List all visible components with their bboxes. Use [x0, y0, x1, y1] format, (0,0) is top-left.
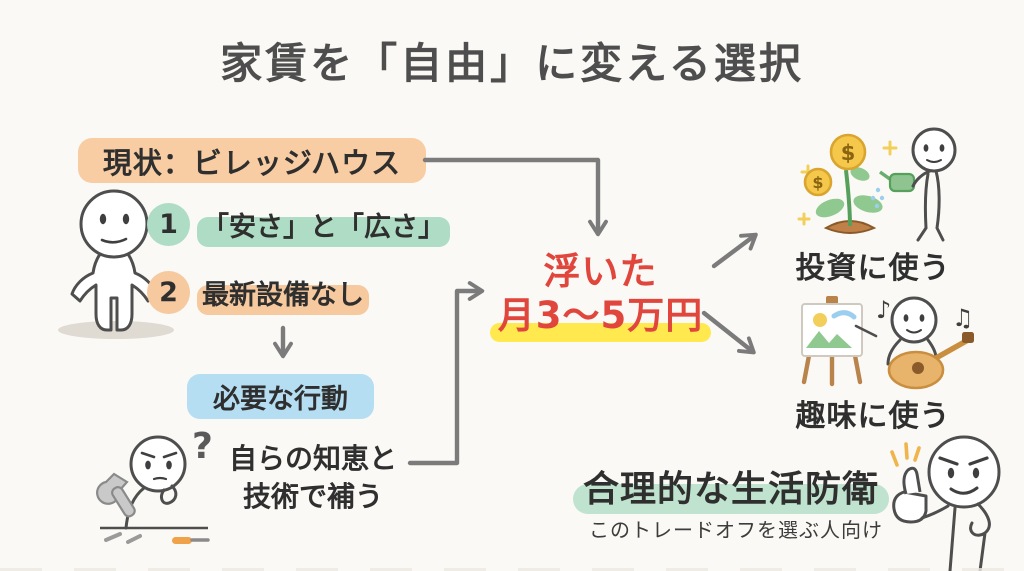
arrow-current-to-savings: [422, 157, 608, 237]
person-head: [927, 435, 1001, 509]
person-body: [920, 502, 991, 571]
question-mark-glyph: ?: [192, 426, 213, 467]
water-droplets: [870, 187, 885, 209]
current-item-1: 1 「安さ」と「広さ」: [147, 203, 450, 248]
action-note: 自らの知恵と 技術で補う: [228, 442, 397, 513]
guitar-person: [886, 296, 938, 366]
music-note-icon: ♫: [952, 304, 974, 332]
item-label: 「安さ」と「広さ」: [197, 205, 450, 248]
soil-mound: [823, 220, 877, 234]
conclusion-subtitle: このトレードオフを選ぶ人向け: [589, 518, 883, 542]
wrench-icon: [96, 472, 136, 518]
person-body: [70, 252, 158, 332]
easel-icon: [801, 296, 863, 387]
music-note-icon: ♪: [876, 296, 891, 324]
thumbs-up-hand: [892, 466, 928, 524]
watering-person: [911, 127, 957, 242]
svg-text:$: $: [841, 141, 856, 165]
tools-icon: [104, 532, 210, 544]
item-number-badge: 2: [147, 271, 190, 314]
item-label: 最新設備なし: [197, 273, 369, 316]
dollar-coin-small-icon: $: [803, 167, 833, 197]
person-head: [129, 435, 187, 493]
savings-amount: 浮いた 月3〜5万円: [489, 250, 711, 343]
dollar-coin-icon: $: [829, 133, 867, 171]
thinking-person-illustration: ?: [96, 426, 213, 544]
bottom-dashed-line: [0, 568, 1024, 571]
guitar-icon: [887, 332, 974, 390]
paintbrush-hand: [854, 324, 878, 338]
item-number-badge: 1: [147, 203, 190, 246]
watering-money-plant-illustration: $ $: [797, 127, 957, 242]
savings-amount-highlight: 月3〜5万円: [489, 294, 711, 343]
conclusion-title: 合理的な生活防衛: [566, 460, 896, 514]
current-state-header: 現状：ビレッジハウス: [78, 138, 426, 183]
standing-person-illustration: [58, 189, 174, 339]
action-label: 必要な行動: [187, 374, 374, 419]
current-item-2: 2 最新設備なし: [147, 271, 369, 316]
option-invest-label: 投資に使う: [795, 251, 951, 286]
painting-and-guitar-illustration: ♪ ♫: [801, 296, 974, 390]
arrow-action-to-savings: [407, 281, 485, 466]
sparkle-lines-icon: [890, 442, 921, 467]
person-head: [79, 189, 149, 259]
svg-text:$: $: [812, 173, 823, 192]
watering-can-icon: [879, 170, 916, 193]
plant-stem: [844, 169, 852, 227]
page-title: 家賃を「自由」に変える選択: [220, 39, 804, 88]
option-hobby-label: 趣味に使う: [795, 399, 951, 434]
thumbs-up-person-illustration: [890, 435, 1001, 571]
